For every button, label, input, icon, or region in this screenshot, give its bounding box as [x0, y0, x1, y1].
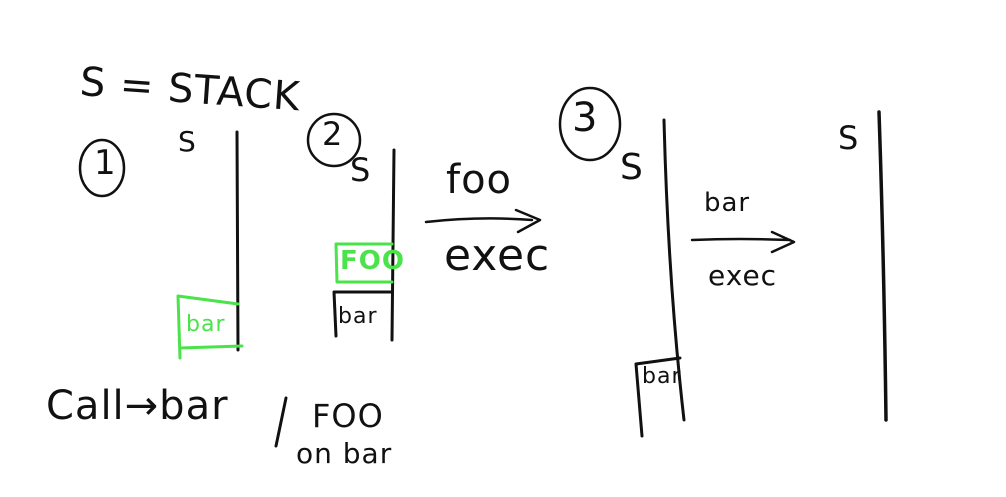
panel-number-1: 1	[94, 143, 117, 183]
transition-2-top-label: bar	[704, 188, 751, 218]
frame-bar-2-box	[332, 290, 394, 338]
transition-arrow-1	[424, 217, 534, 224]
frame-bar-3-box	[634, 356, 682, 438]
frame-bar-3-label: bar	[642, 364, 682, 389]
stack-label-2: S	[350, 151, 372, 189]
stack-line-4	[877, 110, 888, 422]
frame-bar-2-label: bar	[338, 304, 378, 329]
stack-line-3	[662, 118, 686, 422]
number-circle-3	[558, 86, 622, 162]
frame-foo-box	[334, 242, 394, 284]
frame-foo-label: FOO	[340, 246, 405, 276]
note-call: Call→bar	[46, 383, 229, 429]
stack-label-4: S	[838, 119, 860, 157]
note-on-bar: on bar	[296, 437, 393, 470]
transition-1-bottom-label: exec	[444, 230, 551, 281]
notes-separator	[274, 396, 288, 448]
stack-label-3: S	[620, 147, 644, 188]
frame-bar-1-label: bar	[186, 312, 226, 337]
number-circle-2	[306, 112, 362, 168]
transition-1-top-label: foo	[446, 157, 513, 203]
transition-arrow-1-head	[514, 208, 542, 234]
stack-line-1	[235, 130, 240, 352]
frame-bar-1-box	[176, 294, 244, 360]
stack-label-1: S	[178, 125, 197, 158]
transition-arrow-2	[690, 237, 792, 242]
transition-2-bottom-label: exec	[708, 259, 778, 292]
panel-number-2: 2	[322, 115, 344, 153]
transition-arrow-2-head	[770, 230, 796, 254]
panel-number-3: 3	[572, 95, 599, 141]
note-foo: FOO	[312, 397, 384, 435]
number-circle-1	[78, 138, 126, 198]
